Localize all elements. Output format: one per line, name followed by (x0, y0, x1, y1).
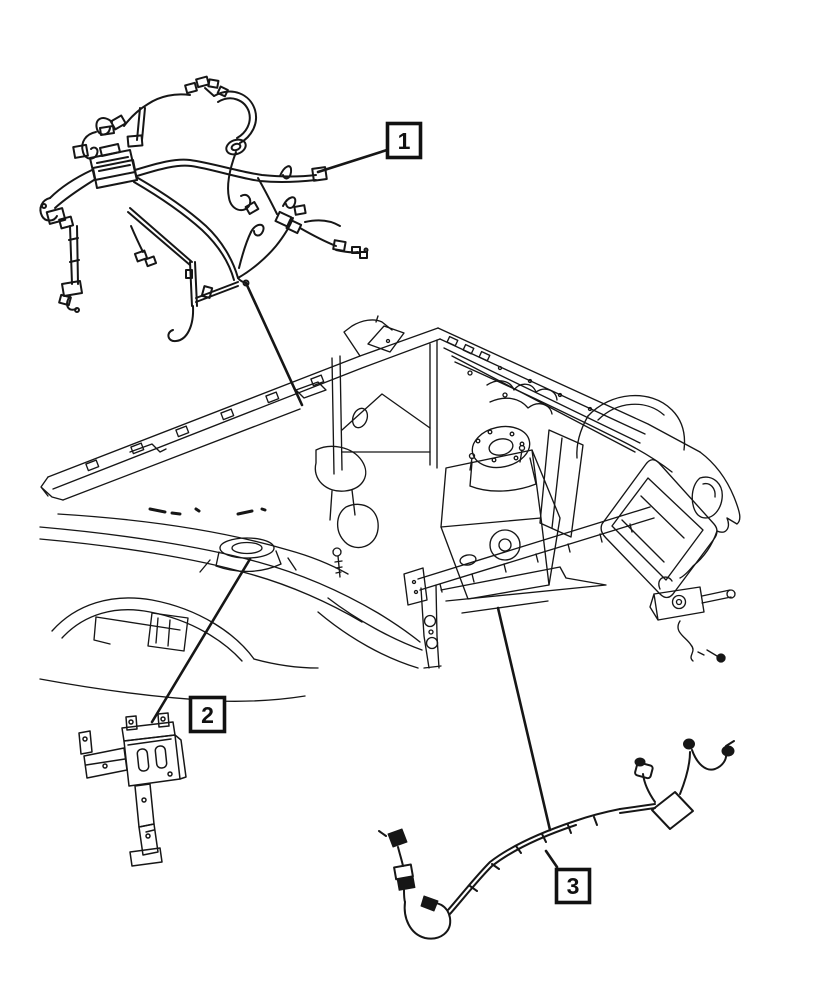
leader-line-2 (150, 557, 252, 724)
leader-line-1b (244, 281, 304, 407)
callout-2[interactable]: 2 (188, 695, 227, 734)
leader-line-3a (496, 606, 552, 832)
screw-head (716, 653, 726, 663)
leader-line-1a (316, 148, 389, 174)
engine-compartment-drawing (39, 315, 741, 702)
grommet (225, 138, 247, 156)
callout-3-label: 3 (567, 873, 580, 899)
wiring-part3-drawing (378, 738, 735, 940)
callout-3-box[interactable] (554, 867, 592, 905)
callout-3[interactable]: 3 (554, 867, 592, 905)
wiring-harness-part1-drawing (39, 75, 369, 343)
leader-line-3b (544, 849, 559, 869)
callout-1[interactable]: 1 (385, 121, 423, 160)
callout-2-label: 2 (201, 702, 214, 728)
callout-1-label: 1 (398, 128, 411, 154)
callout-1-box[interactable] (385, 121, 423, 160)
harness1-end-connector (311, 166, 328, 182)
bracket-part2-drawing (78, 712, 187, 867)
leader-lines (150, 148, 559, 869)
callout-2-box[interactable] (188, 695, 227, 734)
